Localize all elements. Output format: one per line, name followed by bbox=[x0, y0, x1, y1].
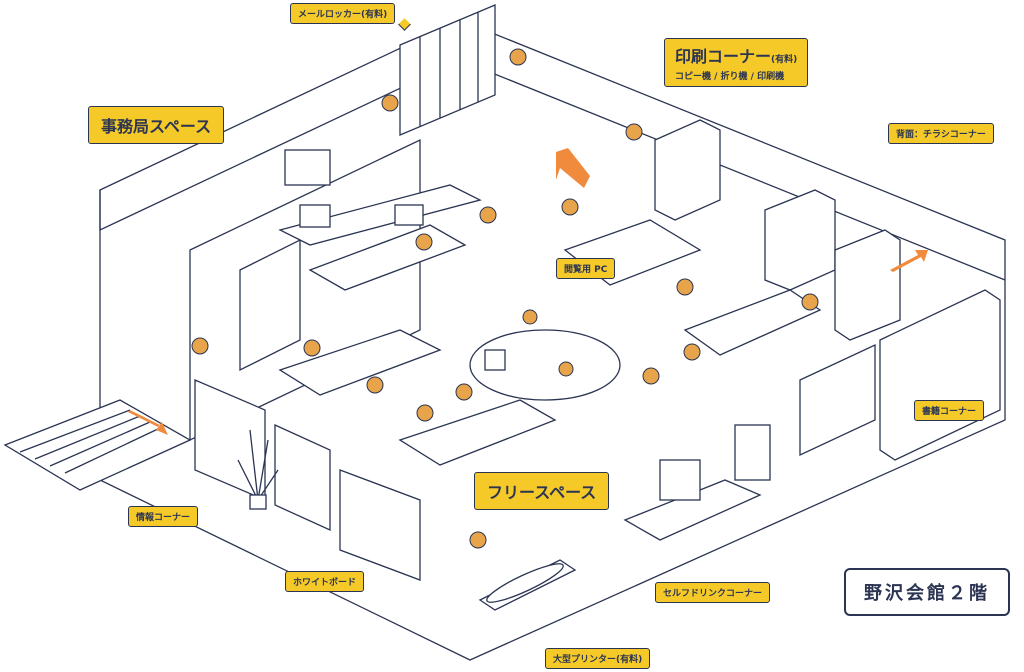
label-book-corner: 書籍コーナー bbox=[914, 400, 985, 421]
label-free-space: フリースペース bbox=[474, 472, 610, 510]
info-panels bbox=[194, 379, 331, 532]
drink-corner bbox=[623, 424, 771, 541]
print-corner-text: 印刷コーナー bbox=[675, 47, 772, 66]
mail-locker-text: メールロッカー(有料) bbox=[298, 10, 388, 20]
info-corner-text: 情報コーナー bbox=[136, 513, 191, 523]
label-drink-corner: セルフドリンクコーナー bbox=[655, 582, 771, 603]
large-printer-text: 大型プリンター(有料) bbox=[553, 655, 643, 665]
floor-title: 野沢会館２階 bbox=[844, 568, 1010, 616]
label-print-corner: 印刷コーナー(有料) コピー機 / 折り機 / 印刷機 bbox=[664, 38, 809, 87]
label-mail-locker: メールロッカー(有料) bbox=[290, 3, 396, 24]
mail-lockers bbox=[399, 4, 496, 136]
entrance-stairs bbox=[3, 399, 192, 491]
whiteboards bbox=[339, 343, 876, 581]
print-corner-sub: コピー機 / 折り機 / 印刷機 bbox=[675, 72, 785, 82]
floor-title-text: 野沢会館２階 bbox=[864, 583, 990, 604]
print-corner-note: (有料) bbox=[771, 55, 798, 65]
office-space-text: 事務局スペース bbox=[101, 117, 212, 136]
whiteboard-text: ホワイトボード bbox=[293, 578, 357, 588]
free-space-text: フリースペース bbox=[487, 483, 597, 502]
label-whiteboard: ホワイトボード bbox=[285, 571, 365, 592]
free-space-tables bbox=[278, 219, 822, 466]
book-corner-text: 書籍コーナー bbox=[922, 407, 977, 417]
label-browsing-pc: 閲覧用 PC bbox=[556, 258, 616, 279]
entry-arrows bbox=[128, 148, 928, 435]
browsing-pc-text: 閲覧用 PC bbox=[564, 265, 608, 275]
label-flyer-corner: 背面：チラシコーナー bbox=[888, 123, 994, 144]
back-wall-top bbox=[99, 59, 1006, 281]
large-printer bbox=[478, 559, 577, 611]
plant-icon bbox=[237, 429, 279, 510]
label-office-space: 事務局スペース bbox=[88, 106, 225, 144]
people bbox=[191, 48, 819, 549]
drink-corner-text: セルフドリンクコーナー bbox=[663, 589, 763, 599]
flyer-corner-text: 背面：チラシコーナー bbox=[896, 130, 986, 140]
print-machines bbox=[654, 119, 901, 341]
label-large-printer: 大型プリンター(有料) bbox=[545, 648, 651, 669]
label-info-corner: 情報コーナー bbox=[128, 506, 199, 527]
